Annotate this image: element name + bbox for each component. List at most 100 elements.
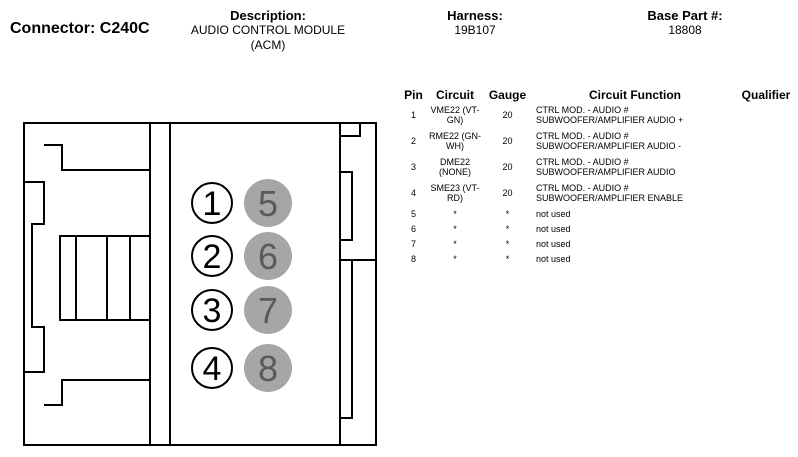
- harness-label: Harness:: [447, 8, 503, 23]
- cell-pin: 2: [410, 136, 416, 146]
- connector-title: Connector: C240C: [10, 20, 150, 37]
- table-row: 2 RME22 (GN-WH) 20 CTRL MOD. - AUDIO #SUBWO…: [398, 128, 796, 154]
- harness-block: Harness: 19B107: [420, 8, 530, 38]
- base-part-block: Base Part #: 18808: [630, 8, 740, 38]
- cell-gauge: *: [505, 223, 510, 234]
- pin-2-label: 2: [203, 238, 222, 276]
- cell-qualifier: [736, 251, 796, 266]
- cell-qualifier: [736, 221, 796, 236]
- table-row: 5**not used: [398, 206, 796, 221]
- cell-circuit: VME22 (VT-GN): [429, 102, 481, 128]
- cell-gauge: *: [505, 253, 510, 264]
- cell-circuit-text: GN): [446, 115, 464, 125]
- harness-value: 19B107: [454, 23, 496, 37]
- pin-7-label: 7: [258, 290, 278, 331]
- cell-circuit-text: RME22 (GN-: [429, 131, 482, 141]
- pin-5-circle: [244, 179, 292, 227]
- right-upper-notch: [340, 123, 361, 137]
- pin-5-label: 5: [258, 183, 278, 224]
- cell-circuit: RME22 (GN-WH): [429, 128, 481, 154]
- pin-table: Pin Circuit Gauge Circuit Function Quali…: [398, 86, 796, 266]
- cell-pin: 5: [410, 208, 416, 219]
- description-value-line2: (ACM): [250, 38, 286, 52]
- table-row: 7**not used: [398, 236, 796, 251]
- left-key-block: [59, 235, 151, 321]
- cell-pin: 4: [410, 188, 416, 198]
- table-row: 3 DME22(NONE) 20 CTRL MOD. - AUDIO #SUBWOOF…: [398, 154, 796, 180]
- base-part-value: 18808: [668, 23, 702, 37]
- cell-circuit-text: *: [453, 253, 457, 264]
- cell-circuit-text: RD): [447, 193, 463, 203]
- cell-qualifier: [736, 180, 796, 206]
- cell-circuit-text: DME22: [439, 157, 470, 167]
- cell-circuit-function-text: not used: [536, 238, 571, 249]
- cell-qualifier: [736, 206, 796, 221]
- cell-circuit-function: CTRL MOD. - AUDIO #SUBWOOFER/AMPLIFIER E…: [534, 180, 736, 206]
- description-value-line1: AUDIO CONTROL MODULE: [190, 23, 346, 37]
- pin-6-circle: [244, 232, 292, 280]
- left-lower-rail: [44, 379, 150, 406]
- cell-circuit-text: VME22 (VT-: [430, 105, 480, 115]
- table-header-row: Pin Circuit Gauge Circuit Function Quali…: [398, 86, 796, 102]
- pin-6-label: 6: [258, 236, 278, 277]
- table-row: 6**not used: [398, 221, 796, 236]
- cell-circuit-text: WH): [446, 141, 464, 151]
- left-latch-outline: [24, 181, 45, 373]
- cell-circuit-function-text: SUBWOOFER/AMPLIFIER AUDIO +: [536, 115, 684, 125]
- cell-circuit-function-text: CTRL MOD. - AUDIO #: [536, 157, 629, 167]
- cell-pin: 8: [410, 253, 416, 264]
- cell-circuit-function-text: not used: [536, 253, 571, 264]
- cell-circuit: *: [429, 236, 481, 251]
- cell-circuit-text: *: [453, 208, 457, 219]
- description-block: Description: AUDIO CONTROL MODULE (ACM): [178, 8, 358, 53]
- column-header-pin: Pin: [404, 88, 423, 102]
- base-part-label: Base Part #:: [647, 8, 723, 23]
- cell-circuit-function-text: CTRL MOD. - AUDIO #: [536, 105, 629, 115]
- cell-pin: 3: [410, 162, 416, 172]
- cell-circuit-function: not used: [534, 206, 736, 221]
- pin-4-label: 4: [203, 350, 222, 388]
- pin-cavity-outline: [149, 122, 341, 446]
- description-label: Description:: [230, 8, 306, 23]
- cell-gauge: 20: [502, 162, 513, 172]
- cell-circuit-function-text: not used: [536, 223, 571, 234]
- cell-circuit: *: [429, 206, 481, 221]
- right-middle-notch: [340, 171, 353, 241]
- pin-8-circle: [244, 344, 292, 392]
- cell-gauge: *: [505, 238, 510, 249]
- pin-1-label: 1: [203, 185, 222, 223]
- cell-circuit: SME23 (VT-RD): [429, 180, 481, 206]
- cell-circuit-text: SME23 (VT-: [430, 183, 480, 193]
- cell-circuit-function-text: SUBWOOFER/AMPLIFIER AUDIO: [536, 167, 676, 177]
- cell-pin: 1: [410, 110, 416, 120]
- cell-circuit: DME22(NONE): [429, 154, 481, 180]
- cell-qualifier: [736, 128, 796, 154]
- pin-7-circle: [244, 286, 292, 334]
- pin-3-circle: [191, 289, 233, 331]
- left-upper-rail: [44, 144, 150, 171]
- cell-qualifier: [736, 102, 796, 128]
- cell-circuit-text: (NONE): [439, 167, 471, 177]
- cell-gauge: 20: [502, 136, 513, 146]
- cell-circuit-function-text: CTRL MOD. - AUDIO #: [536, 183, 629, 193]
- right-lower-notch: [340, 259, 353, 419]
- table-row: 8 * * not used: [398, 251, 796, 266]
- cell-circuit: *: [429, 221, 481, 236]
- cell-circuit-function-text: SUBWOOFER/AMPLIFIER ENABLE: [536, 193, 684, 203]
- cell-circuit-function: CTRL MOD. - AUDIO #SUBWOOFER/AMPLIFIER A…: [534, 102, 736, 128]
- pin-1-circle: [191, 182, 233, 224]
- cell-circuit-function: not used: [534, 251, 736, 266]
- pin-2-circle: [191, 235, 233, 277]
- column-header-circuit-function: Circuit Function: [589, 88, 681, 102]
- cell-gauge: 20: [502, 110, 513, 120]
- cell-circuit-function: CTRL MOD. - AUDIO #SUBWOOFER/AMPLIFIER A…: [534, 128, 736, 154]
- cell-circuit-function-text: SUBWOOFER/AMPLIFIER AUDIO -: [536, 141, 682, 151]
- pin-4-circle: [191, 347, 233, 389]
- cell-qualifier: [736, 236, 796, 251]
- cell-circuit-function: not used: [534, 221, 736, 236]
- cell-qualifier: [736, 154, 796, 180]
- cell-circuit-text: *: [453, 223, 457, 234]
